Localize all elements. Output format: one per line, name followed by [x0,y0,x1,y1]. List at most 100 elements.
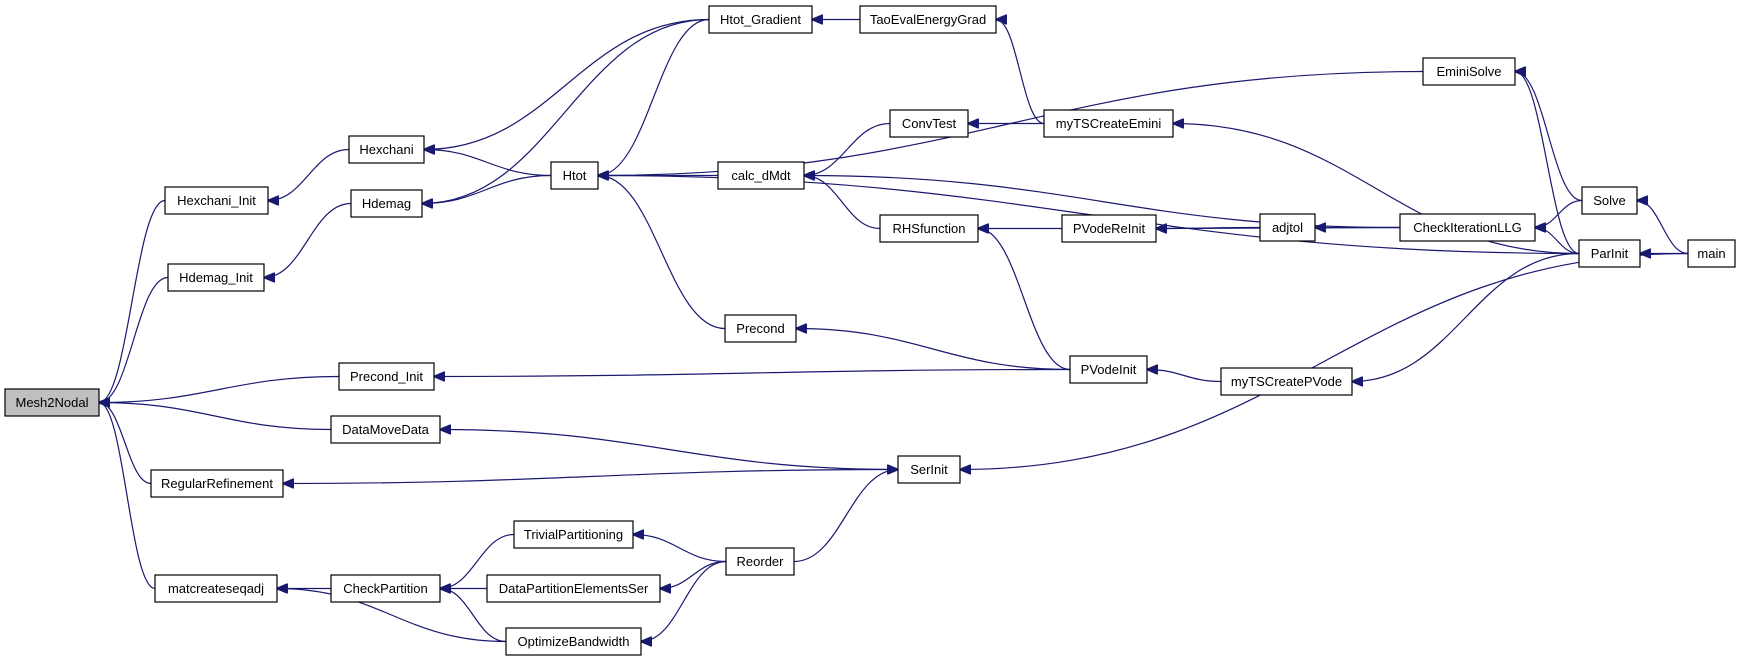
node-label: Precond [736,321,784,336]
node-box [338,362,435,391]
edge-Htot_Gradient-to-Htot [598,18,710,176]
node-mytscreateemini[interactable]: myTSCreateEmini [1043,109,1174,138]
node-label: myTSCreateEmini [1056,116,1162,131]
edge-Hexchani-to-Hexchani_Init [268,148,350,201]
edge-Reorder-to-TrivialPartitioning [633,535,727,563]
node-checkpartition[interactable]: CheckPartition [330,574,441,603]
node-label: Solve [1593,193,1626,208]
node-box [724,314,797,343]
edge-matcreateseqadj-to-Mesh2Nodal [99,403,156,590]
node-label: Hexchani [359,142,413,157]
node-box [897,455,961,484]
edge-Htot-to-Hdemag [422,174,552,204]
node-pvodeinit[interactable]: PVodeInit [1069,355,1148,384]
edge-ParInit-to-myTSCreateEmini [1173,124,1580,255]
node-label: myTSCreatePVode [1231,374,1342,389]
node-pvodereinit[interactable]: PVodeReInit [1061,214,1157,243]
node-checkiterationllg[interactable]: CheckIterationLLG [1399,213,1536,242]
node-box [725,547,795,576]
node-label: Htot [563,168,587,183]
node-label: CheckPartition [343,581,428,596]
node-htot[interactable]: Htot [550,161,599,190]
node-box [717,161,805,190]
node-matcreateseqadj[interactable]: matcreateseqadj [154,574,278,603]
node-box [889,109,969,138]
node-box [1061,214,1157,243]
edge-Htot_Gradient-to-Hexchani [424,18,710,150]
node-mesh2nodal[interactable]: Mesh2Nodal [4,388,100,417]
edge-SerInit-to-DataMoveData [440,430,899,471]
edge-RegularRefinement-to-Mesh2Nodal [99,403,152,485]
edge-ParInit-to-CheckIterationLLG [1535,228,1580,255]
node-box [154,574,278,603]
node-hexchani[interactable]: Hexchani [348,135,425,164]
node-precond-init[interactable]: Precond_Init [338,362,435,391]
node-label: Hdemag_Init [179,270,253,285]
node-box [167,263,265,292]
node-label: matcreateseqadj [168,581,264,596]
node-label: Hdemag [362,196,411,211]
edge-Precond-to-Htot [598,176,726,330]
edge-Reorder-to-SerInit [793,470,898,563]
node-rhsfunction[interactable]: RHSfunction [879,214,979,243]
node-box [513,520,634,549]
node-taoevalenergygrad[interactable]: TaoEvalEnergyGrad [859,5,997,34]
node-box [1259,213,1316,242]
node-precond[interactable]: Precond [724,314,797,343]
node-htot-gradient[interactable]: Htot_Gradient [708,5,813,34]
node-label: EminiSolve [1436,64,1501,79]
node-datamovedata[interactable]: DataMoveData [330,415,441,444]
node-convtest[interactable]: ConvTest [889,109,969,138]
edge-OptimizeBandwidth-to-CheckPartition [440,589,507,643]
node-box [4,388,100,417]
edge-SerInit-to-RegularRefinement [283,468,899,484]
edge-main-to-SerInit [960,252,1689,470]
node-optimizebandwidth[interactable]: OptimizeBandwidth [505,627,642,656]
edge-Solve-to-EminiSolve [1515,72,1583,202]
node-label: PVodeReInit [1073,221,1146,236]
edge-ConvTest-to-calc_dMdt [804,122,891,176]
node-serinit[interactable]: SerInit [897,455,961,484]
edge-Htot_Gradient-to-Hdemag [422,18,710,204]
edge-PVodeInit-to-RHSfunction [978,229,1071,371]
edge-Reorder-to-DataPartitionElementsSer [660,560,727,589]
node-parinit[interactable]: ParInit [1578,239,1641,268]
node-eminisolve[interactable]: EminiSolve [1422,57,1516,86]
node-label: Mesh2Nodal [16,395,89,410]
node-box [486,574,661,603]
node-hexchani-init[interactable]: Hexchani_Init [164,186,269,215]
node-adjtol[interactable]: adjtol [1259,213,1316,242]
node-label: calc_dMdt [731,168,791,183]
node-mytscreatepvode[interactable]: myTSCreatePVode [1220,367,1353,396]
node-reorder[interactable]: Reorder [725,547,795,576]
node-box [1399,213,1536,242]
edge-OptimizeBandwidth-to-matcreateseqadj [277,589,507,643]
edge-ParInit-to-EminiSolve [1515,72,1580,255]
node-box [859,5,997,34]
node-label: PVodeInit [1081,362,1137,377]
node-box [150,469,284,498]
node-label: ParInit [1591,246,1629,261]
edge-Reorder-to-OptimizeBandwidth [641,560,727,642]
node-label: RHSfunction [893,221,966,236]
node-main[interactable]: main [1687,239,1736,268]
node-box [330,574,441,603]
edge-myTSCreatePVode-to-PVodeInit [1147,370,1222,383]
node-regularrefinement[interactable]: RegularRefinement [150,469,284,498]
node-solve[interactable]: Solve [1581,186,1638,215]
node-hdemag[interactable]: Hdemag [350,189,423,218]
node-trivialpartitioning[interactable]: TrivialPartitioning [513,520,634,549]
node-datapartitionelementsser[interactable]: DataPartitionElementsSer [486,574,661,603]
node-label: main [1697,246,1725,261]
edge-Htot-to-Hexchani [424,150,552,177]
node-label: Reorder [737,554,785,569]
node-calc-dmdt[interactable]: calc_dMdt [717,161,805,190]
node-box [550,161,599,190]
edge-RHSfunction-to-calc_dMdt [804,176,881,230]
node-hdemag-init[interactable]: Hdemag_Init [167,263,265,292]
edge-ParInit-to-myTSCreatePVode [1352,252,1580,382]
node-box [330,415,441,444]
node-box [1578,239,1641,268]
node-box [1422,57,1516,86]
